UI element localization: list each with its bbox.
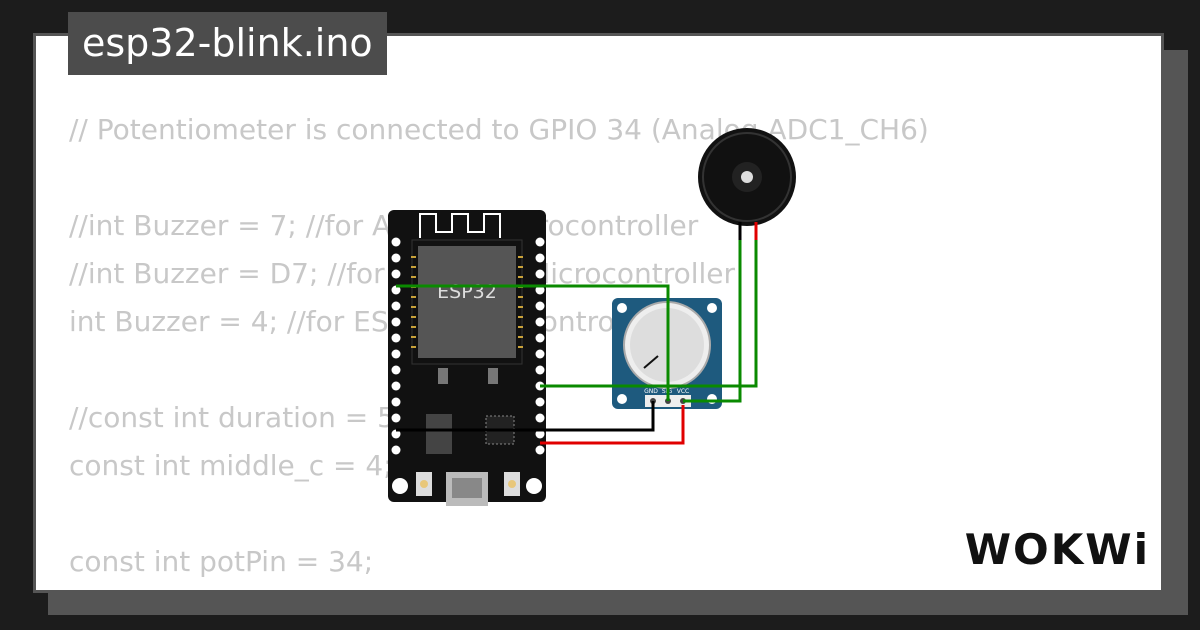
- wire-green-buzzer: [540, 228, 758, 388]
- pot-pin-gnd: GND: [644, 388, 658, 395]
- project-title: esp32-blink.ino: [68, 12, 387, 75]
- wire-green-buzzer-2: [683, 228, 742, 403]
- wokwi-logo: WOKWi: [964, 525, 1150, 574]
- code-block: // Potentiometer is connected to GPIO 34…: [69, 106, 929, 586]
- wires: [396, 222, 758, 445]
- wire-green-sig: [396, 284, 670, 401]
- buzzer-icon[interactable]: [698, 128, 796, 226]
- esp32-board-icon[interactable]: ESP32: [388, 210, 546, 506]
- code-line: // Potentiometer is connected to GPIO 34…: [69, 113, 929, 146]
- board-label: ESP32: [437, 281, 497, 303]
- preview-card: // Potentiometer is connected to GPIO 34…: [33, 33, 1164, 593]
- wire-red-vcc: [540, 405, 685, 445]
- wire-black-gnd: [396, 401, 655, 432]
- code-line: const int potPin = 34;: [69, 545, 374, 578]
- code-line: const int middle_c = 4;: [69, 449, 393, 482]
- pot-pin-vcc: VCC: [677, 388, 689, 395]
